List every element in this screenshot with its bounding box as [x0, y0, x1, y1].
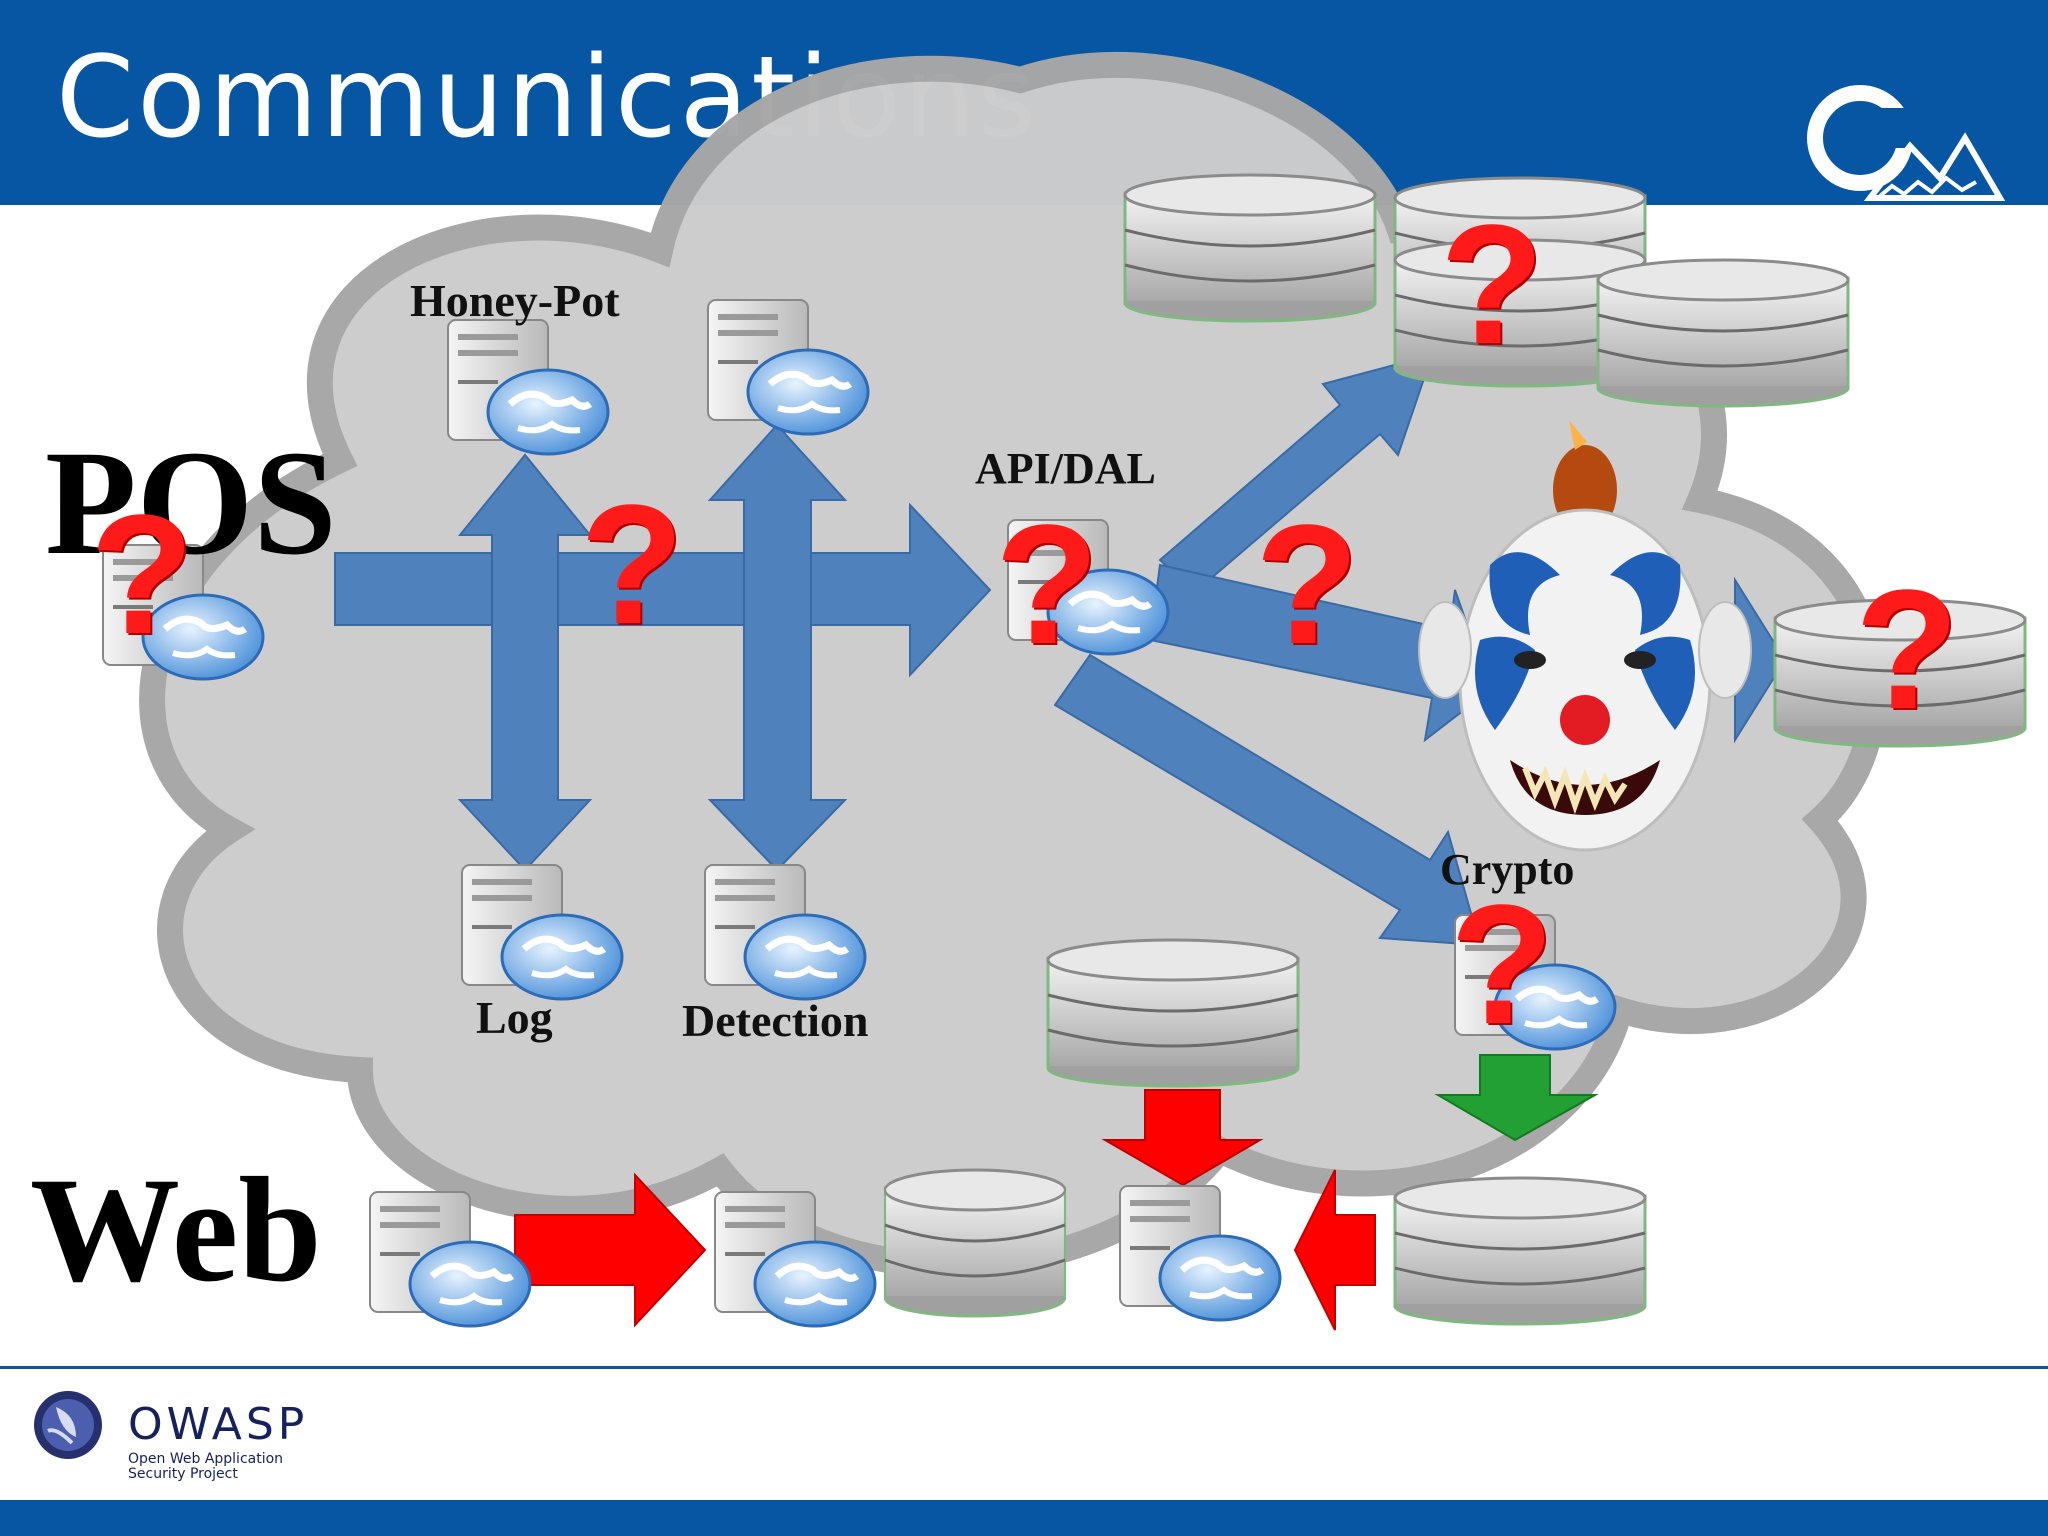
label-crypto: Crypto	[1440, 845, 1575, 894]
arrow-left-into-server	[1293, 1169, 1376, 1331]
label-detection: Detection	[682, 995, 869, 1046]
server-globe-icon	[1120, 1186, 1280, 1320]
arrow-pos-to-api	[334, 502, 992, 678]
red-arrows	[514, 1089, 1376, 1331]
footer-divider	[0, 1366, 2048, 1369]
label-log: Log	[476, 992, 553, 1043]
database-icon	[883, 1168, 1067, 1318]
owasp-tagline-line-2: Security Project	[128, 1466, 238, 1483]
arrow-db-down	[1101, 1089, 1264, 1187]
owasp-logo-icon	[34, 1391, 102, 1459]
green-arrow	[1434, 1054, 1599, 1142]
question-mark-right-db: ?	[1855, 555, 1959, 745]
question-mark-db: ?	[1440, 190, 1544, 380]
arrow-web-right	[514, 1172, 707, 1328]
question-mark-clown: ?	[1255, 490, 1359, 680]
question-mark-crypto: ?	[1450, 870, 1554, 1060]
owasp-tagline: Open Web Application Security Project	[128, 1451, 328, 1483]
footer-bar	[0, 1500, 2048, 1536]
label-api-dal: API/DAL	[975, 444, 1156, 493]
arrow-api-to-db	[1158, 353, 1434, 594]
question-mark-pos: ?	[90, 480, 194, 670]
label-web: Web	[30, 1147, 322, 1313]
label-honeypot: Honey-Pot	[410, 275, 620, 326]
arrow-api-to-crypto	[1053, 653, 1482, 947]
owasp-name: OWASP	[128, 1399, 309, 1450]
question-mark-api: ?	[995, 490, 1099, 680]
question-mark-center: ?	[580, 470, 684, 660]
mountain-logo-icon	[1807, 85, 2006, 201]
blue-arrows	[334, 353, 1787, 947]
database-icon	[1046, 938, 1300, 1088]
database-icon	[1596, 258, 1850, 408]
label-pos: POS	[45, 420, 337, 586]
clown-face-icon	[1418, 420, 1752, 852]
owasp-tagline-line-1: Open Web Application	[128, 1451, 284, 1467]
database-icon	[1393, 1176, 1647, 1326]
database-icon	[1123, 173, 1377, 323]
